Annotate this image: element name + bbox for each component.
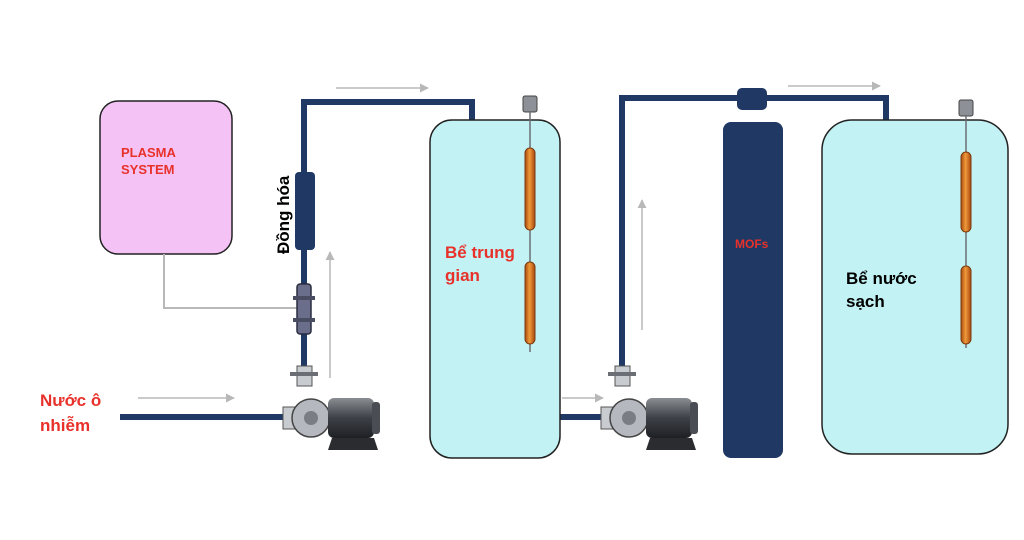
clean-water-tank-label-line1: Bể nước: [846, 269, 917, 288]
injector-flange-bottom: [293, 318, 315, 322]
pump-1-motor-cap: [372, 402, 380, 434]
plasma-system-box: [99, 100, 233, 255]
uv-lamp-2-tube-lower: [960, 265, 972, 345]
intermediate-tank-label-line2: gian: [445, 266, 480, 285]
uv-lamp-1: [522, 95, 538, 352]
mofs-top-valve: [737, 88, 767, 110]
intermediate-tank-body: [429, 119, 561, 459]
clean-water-tank-label-line2: sạch: [846, 292, 885, 311]
uv-lamp-1-tube-upper: [524, 147, 536, 231]
uv-lamp-1-tube-lower: [524, 261, 536, 345]
pump-1-impeller: [304, 411, 318, 425]
plasma-label-line1: PLASMA: [121, 145, 177, 160]
flow-arrows: [138, 81, 881, 403]
pump-1-outlet-ring: [290, 372, 318, 376]
uv-lamp-2-tube-upper: [960, 151, 972, 233]
uv-lamp-1-cap: [522, 95, 538, 113]
plasma-feed-line: [163, 254, 300, 309]
homogenizer-label: Đồng hóa: [274, 175, 293, 254]
pump-2: [600, 365, 698, 450]
injector-body: [296, 283, 312, 335]
pump-1-base: [328, 438, 378, 450]
uv-lamp-2: [958, 99, 974, 348]
uv-lamp-2-cap: [958, 99, 974, 117]
inlet-label-line2: nhiễm: [40, 416, 90, 435]
pump-2-outlet-ring: [608, 372, 636, 376]
pump-2-motor: [646, 398, 692, 438]
plasma-injector: [293, 283, 315, 335]
mofs-label: MOFs: [735, 237, 769, 251]
homogenizer-block: [295, 172, 315, 250]
intermediate-tank-label-line1: Bể trung: [445, 243, 515, 262]
pump-2-base: [646, 438, 696, 450]
pump-2-impeller: [622, 411, 636, 425]
pump-1-motor: [328, 398, 374, 438]
pump-2-motor-cap: [690, 402, 698, 434]
mofs-column-body: [723, 122, 783, 458]
injector-flange-top: [293, 296, 315, 300]
clean-water-tank: Bể nước sạch: [821, 119, 1009, 455]
plasma-label-line2: SYSTEM: [121, 162, 174, 177]
mofs-column: MOFs: [723, 88, 783, 458]
plasma-system: PLASMA SYSTEM: [99, 100, 233, 255]
pump-1: [282, 365, 380, 450]
homogenizer: Đồng hóa: [274, 172, 315, 254]
inlet-label-line1: Nước ô: [40, 391, 101, 410]
intermediate-tank: Bể trung gian: [429, 119, 561, 459]
